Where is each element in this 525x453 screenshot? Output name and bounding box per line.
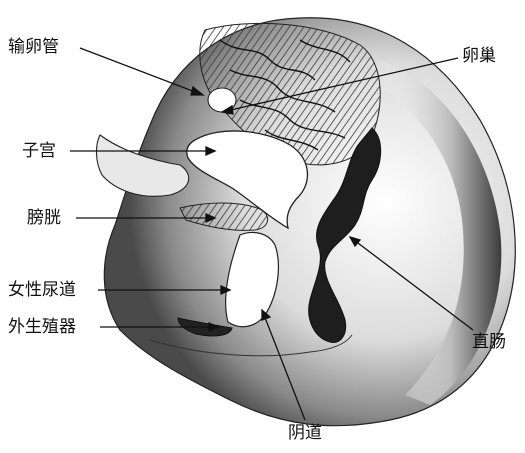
label-urethra: 女性尿道: [8, 280, 76, 300]
label-uterus: 子宫: [22, 141, 56, 161]
label-bladder: 膀胱: [27, 208, 61, 228]
label-vagina: 阴道: [288, 423, 322, 443]
label-ovary: 卵巢: [462, 46, 496, 66]
label-fallopian-tube: 输卵管: [8, 37, 59, 57]
label-genitalia: 外生殖器: [8, 317, 76, 337]
label-rectum: 直肠: [472, 332, 506, 352]
